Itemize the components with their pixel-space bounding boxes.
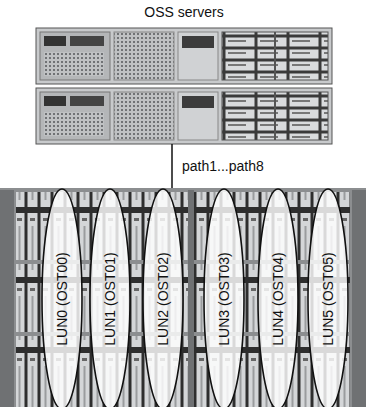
lun-label: LUN0 (OST00) [54, 252, 70, 345]
rack-server [36, 28, 332, 84]
lun-ellipse: LUN1 (OST01) [89, 188, 131, 407]
path-label: path1...path8 [180, 158, 266, 174]
lun-label: LUN4 (OST04) [270, 252, 286, 345]
lun-ellipse: LUN3 (OST03) [203, 188, 245, 407]
lun-ellipse: LUN4 (OST04) [257, 188, 299, 407]
lun-ellipse: LUN0 (OST00) [41, 188, 83, 407]
group-heading: OSS servers [36, 0, 332, 20]
server-group: OSS servers [36, 0, 332, 146]
lun-label: LUN5 (OST05) [320, 252, 336, 345]
lun-ellipse: LUN5 (OST05) [307, 188, 349, 407]
cable-line [171, 144, 173, 188]
lun-label: LUN1 (OST01) [102, 252, 118, 345]
lun-label: LUN2 (OST02) [155, 252, 171, 345]
lun-label: LUN3 (OST03) [216, 252, 232, 345]
rack-server [36, 88, 332, 144]
lun-ellipse: LUN2 (OST02) [142, 188, 184, 407]
